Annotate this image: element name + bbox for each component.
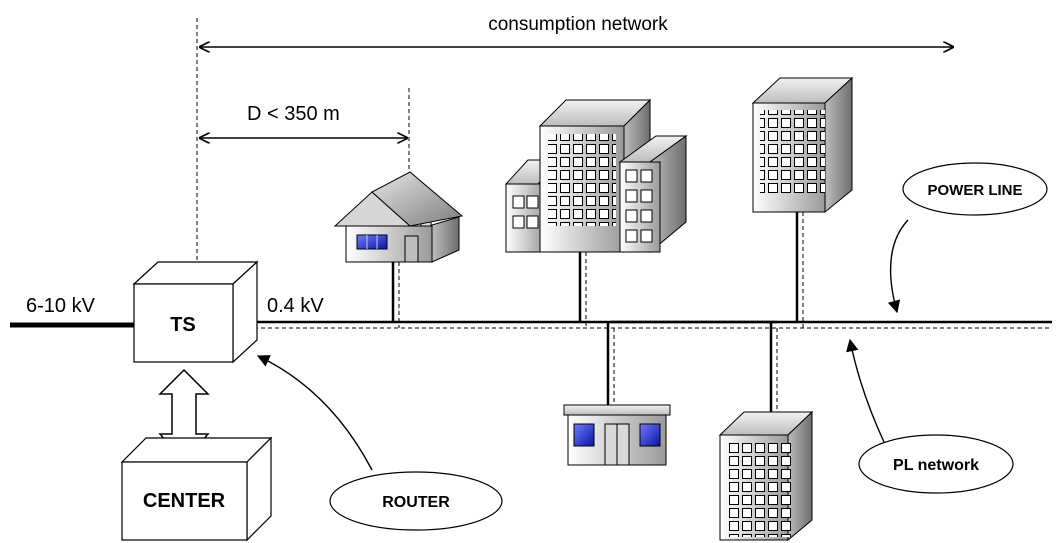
center-box: CENTER: [120, 436, 273, 542]
power-line-label: POWER LINE: [927, 182, 1022, 199]
pl-network-callout: [858, 434, 1014, 494]
pl-network-pointer-arrow: [846, 338, 885, 443]
tower-building-bottom: [718, 322, 814, 542]
router-label: ROUTER: [382, 494, 450, 511]
shop-building: [563, 322, 671, 466]
tower-building-top: [751, 76, 854, 328]
house-building: [333, 171, 464, 328]
low-voltage-label: 0.4 kV: [267, 295, 324, 317]
distance-label: D < 350 m: [247, 103, 340, 125]
ts-label: TS: [170, 314, 196, 336]
power-line-callout: [902, 162, 1048, 216]
power-line-pointer-arrow: [887, 219, 909, 314]
router-pointer-arrow: [256, 355, 373, 471]
office-building-cluster: [504, 98, 688, 328]
ts-box: TS: [132, 260, 259, 364]
router-callout: [329, 471, 503, 531]
consumption-network-label: consumption network: [488, 14, 668, 35]
pl-network-label: PL network: [893, 457, 979, 474]
center-label: CENTER: [143, 490, 226, 512]
high-voltage-label: 6-10 kV: [26, 295, 96, 317]
